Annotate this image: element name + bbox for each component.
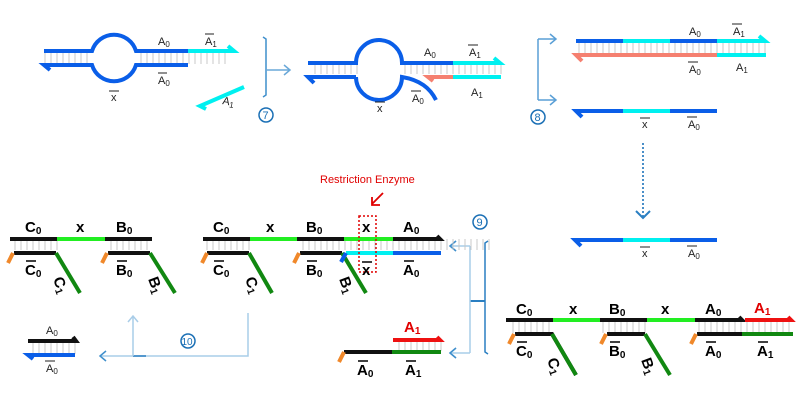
label-a1bar: A1: [757, 343, 774, 361]
panel-8-remaining-complex: C0 x B0 C0 B0 C1 B1: [6, 219, 177, 297]
restriction-enzyme-label: Restriction Enzyme: [320, 174, 415, 186]
label-a1bar: A1: [469, 47, 481, 60]
label-c0: C0: [25, 219, 42, 237]
step-label-10: 10: [182, 337, 194, 348]
panel-3b-single-strand: x A0: [571, 109, 717, 132]
strand-salmon: [571, 53, 717, 63]
strand-bottom-left: [303, 75, 356, 85]
step-8-arrow: 8: [518, 33, 558, 125]
label-a0bar: A0: [158, 75, 170, 88]
label-x: x: [661, 301, 670, 318]
panel-2-displacement: A0 A1 A0 A1 x: [303, 38, 506, 115]
label-a0bar: A0: [688, 248, 700, 261]
label-b0bar: B0: [306, 262, 323, 280]
label-x: x: [266, 219, 275, 236]
label-xbar: x: [111, 92, 117, 104]
label-c0bar: C0: [213, 262, 230, 280]
label-c0: C0: [516, 301, 533, 319]
label-a0: A0: [158, 36, 170, 49]
label-b1bar: B1: [334, 275, 357, 297]
base-pairs: [136, 53, 184, 64]
strand-bottom-displaced: [354, 74, 438, 102]
panel-6-restriction-complex: Restriction Enzyme C0 x B0 x A0 C0 B0 x …: [200, 174, 492, 297]
step-badge-7: [258, 107, 274, 123]
label-a0bar: A0: [412, 93, 424, 106]
base-pairs: [44, 53, 92, 64]
panel-9-a0-duplex: A0 A0: [22, 325, 80, 376]
step-9-arrow: 9: [448, 214, 489, 359]
label-b1bar: B1: [636, 356, 659, 378]
panel-5-cascade-complex: C0 x B0 x A0 A1 C0 B0 A0 A1 C1 B1: [506, 300, 796, 378]
label-c1bar: C1: [240, 275, 263, 297]
label-b0: B0: [306, 219, 323, 237]
label-a0: A0: [424, 47, 436, 60]
label-xbar: x: [362, 262, 371, 279]
label-x: x: [362, 219, 371, 236]
label-c1bar: C1: [48, 275, 71, 297]
label-a1bar: A1: [733, 26, 745, 39]
restriction-enzyme-arrow: [371, 192, 384, 206]
label-x: x: [76, 219, 85, 236]
step-label-8: 8: [535, 112, 541, 124]
strand-bottom: [38, 63, 188, 84]
panel-4-single-strand: x A0: [570, 238, 717, 261]
label-a0: A0: [689, 26, 701, 39]
label-c0bar: C0: [25, 262, 42, 280]
dotted-arrow-down: [635, 143, 651, 220]
strand-top: [308, 38, 453, 65]
step-badge-9: [472, 214, 488, 230]
panel-7-a1-output: A1 A0 A1: [337, 319, 445, 380]
label-xbar: x: [377, 103, 383, 115]
step-badge-10: [180, 333, 196, 349]
label-c0: C0: [213, 219, 230, 237]
label-a0bar: A0: [46, 363, 58, 376]
label-a1bar: A1: [205, 36, 217, 49]
label-a0: A0: [403, 219, 420, 237]
label-a0: A0: [46, 325, 58, 338]
free-strand-a1: [195, 85, 245, 111]
label-a1-red: A1: [404, 319, 421, 337]
strand-a1bar-overhang: [188, 44, 240, 53]
label-a1: A1: [471, 87, 483, 100]
label-b0: B0: [116, 219, 133, 237]
label-a0bar: A0: [689, 64, 701, 77]
label-b0: B0: [609, 301, 626, 319]
label-b1bar: B1: [143, 275, 166, 297]
step-7-arrow: 7: [258, 36, 292, 123]
label-a0bar: A0: [403, 262, 420, 280]
label-xbar: x: [642, 248, 648, 260]
label-c1bar: C1: [542, 356, 565, 378]
label-a0bar: A0: [357, 362, 374, 380]
label-a1-red: A1: [754, 300, 771, 318]
label-a0: A0: [705, 301, 722, 319]
strand-salmon: [422, 75, 453, 83]
label-b0bar: B0: [116, 262, 133, 280]
label-a1: A1: [736, 62, 748, 75]
panel-3a-duplex: A0 A1 A0 A1: [571, 23, 771, 77]
label-a0bar: A0: [705, 343, 722, 361]
base-pairs: [184, 53, 226, 64]
label-b0bar: B0: [609, 343, 626, 361]
step-label-7: 7: [263, 110, 269, 122]
label-a1: A1: [221, 95, 235, 110]
strand-top: [44, 32, 188, 53]
label-c0bar: C0: [516, 343, 533, 361]
label-xbar: x: [642, 119, 648, 131]
label-a0bar: A0: [688, 119, 700, 132]
label-x: x: [569, 301, 578, 318]
panel-1-hairpin-complex: A0 A1 A0 x A1: [38, 32, 245, 111]
restriction-site-box: [358, 215, 377, 273]
step-label-9: 9: [477, 217, 483, 229]
step-10-arrow: 10: [98, 313, 249, 362]
step-badge-8: [530, 109, 546, 125]
label-a1bar: A1: [405, 362, 422, 380]
